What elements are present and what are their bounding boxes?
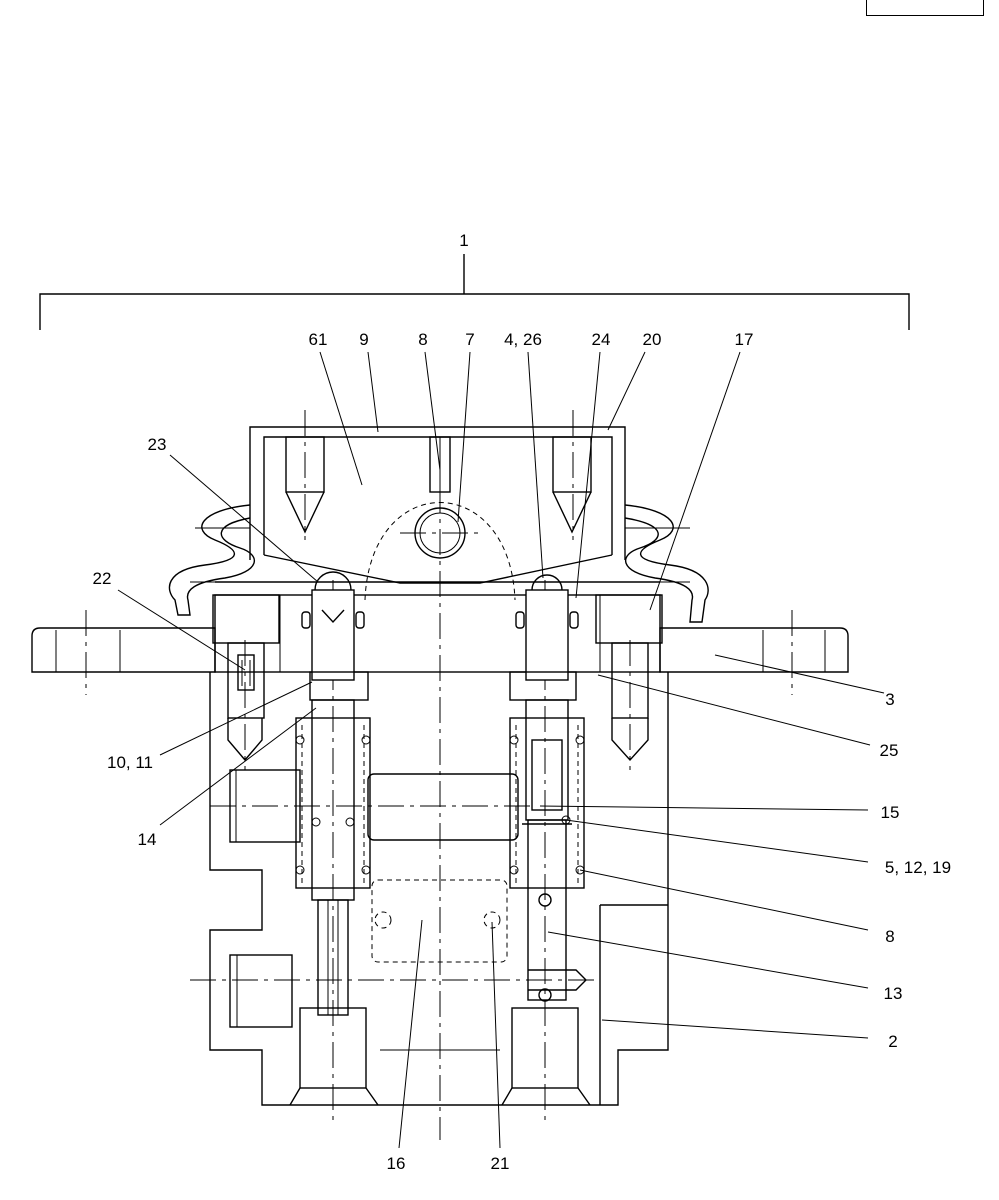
callout-9: 9 — [359, 330, 368, 349]
callout-22: 22 — [93, 569, 112, 588]
center-lines — [85, 410, 793, 1140]
callout-8-bottom: 8 — [885, 927, 894, 946]
callout-14: 14 — [138, 830, 157, 849]
callout-13: 13 — [884, 984, 903, 1003]
callout-16: 16 — [387, 1154, 406, 1173]
assembly-bracket — [39, 254, 910, 330]
callout-25: 25 — [880, 741, 899, 760]
callout-17: 17 — [735, 330, 754, 349]
rubber-boot — [168, 504, 709, 623]
right-spring — [509, 725, 585, 885]
page-reference-box — [866, 0, 984, 16]
left-spring — [295, 725, 371, 885]
left-spool — [295, 671, 371, 1016]
callout-7: 7 — [465, 330, 474, 349]
callout-23: 23 — [148, 435, 167, 454]
callout-61: 61 — [309, 330, 328, 349]
callout-20: 20 — [643, 330, 662, 349]
leader-lines — [117, 351, 885, 1149]
callout-24: 24 — [592, 330, 611, 349]
callout-21: 21 — [491, 1154, 510, 1173]
push-rods — [301, 571, 579, 681]
callout-5-12-19: 5, 12, 19 — [885, 858, 951, 877]
callout-2: 2 — [888, 1032, 897, 1051]
callout-3: 3 — [885, 690, 894, 709]
right-spool — [509, 671, 587, 1002]
callout-8-top: 8 — [418, 330, 427, 349]
callout-labels: 1 61 9 8 7 4, 26 24 20 17 23 22 3 10, 11… — [93, 231, 952, 1173]
callout-15: 15 — [881, 803, 900, 822]
top-cover — [249, 426, 626, 601]
callout-10-11: 10, 11 — [107, 753, 153, 772]
plate-bolts — [212, 594, 663, 762]
valve-body — [209, 672, 669, 1106]
callout-1: 1 — [459, 231, 468, 250]
callout-4-26: 4, 26 — [504, 330, 542, 349]
mounting-flange — [31, 581, 849, 673]
